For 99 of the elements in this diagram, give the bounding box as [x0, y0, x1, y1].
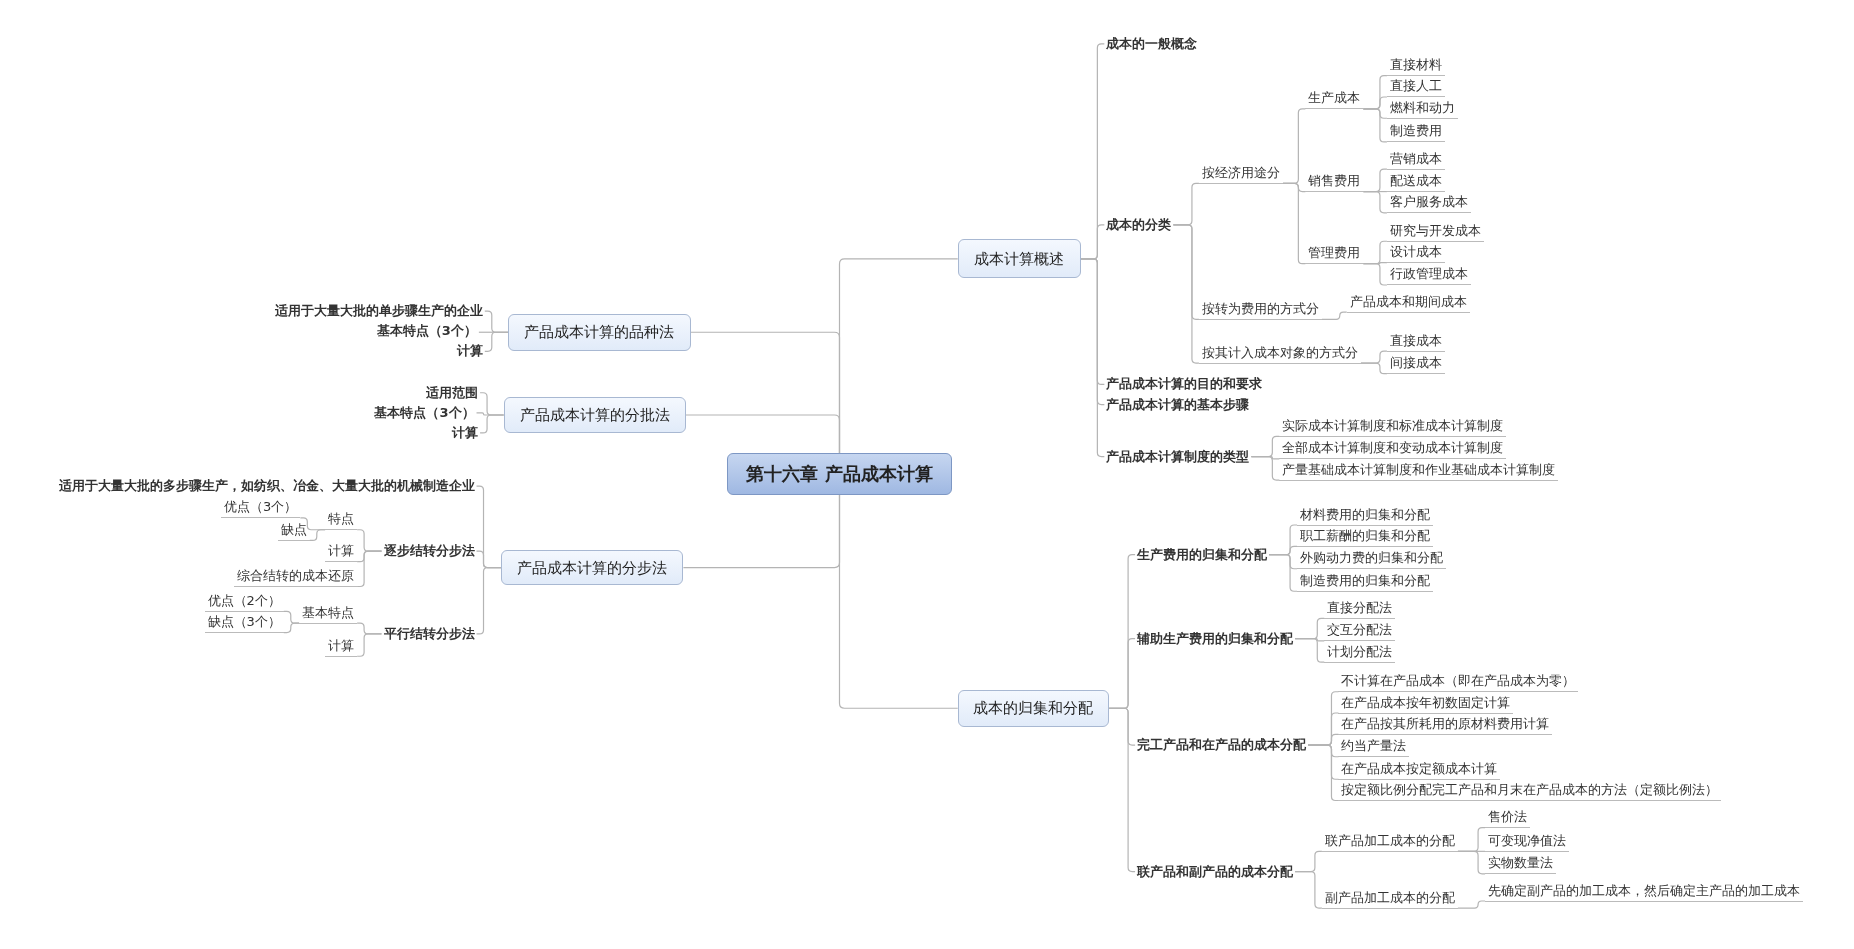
- topic-box: 产品成本计算的品种法: [508, 313, 691, 351]
- subtopic-label: 在产品按其所耗用的原材料费用计算: [1338, 714, 1553, 735]
- subtopic-label: 不计算在产品成本（即在产品成本为零）: [1338, 672, 1579, 693]
- subtopic-label: 直接成本: [1386, 331, 1445, 352]
- topic-box: 产品成本计算的分批法: [503, 397, 686, 433]
- subtopic-label: 研究与开发成本: [1386, 221, 1484, 242]
- connector-line: [1294, 871, 1323, 909]
- subtopic-label: 制造费用的归集和分配: [1297, 571, 1434, 592]
- subtopic-label: 综合结转的成本还原: [234, 567, 358, 587]
- subtopic-label: 按定额比例分配完工产品和月末在产品成本的方法（定额比例法）: [1338, 781, 1722, 801]
- subtopic-label: 外购动力费的归集和分配: [1297, 549, 1447, 570]
- connector-line: [1268, 554, 1298, 592]
- subtopic-label: 直接分配法: [1324, 598, 1396, 619]
- topic-label: 联产品和副产品的成本分配: [1135, 862, 1296, 881]
- subtopic-label: 优点（3个）: [221, 498, 301, 519]
- topic-label: 适用范围: [424, 383, 481, 402]
- subtopic-label: 按其计入成本对象的方式分: [1198, 343, 1361, 364]
- topic-label: 计算: [450, 423, 481, 442]
- subtopic-label: 生产成本: [1305, 89, 1364, 110]
- central-topic-box: 第十六章 产品成本计算: [727, 453, 952, 495]
- connector-line: [682, 494, 841, 569]
- subtopic-label: 基本特点: [299, 603, 358, 624]
- topic-label: 成本的分类: [1104, 215, 1174, 234]
- subtopic-label: 材料费用的归集和分配: [1297, 505, 1434, 526]
- subtopic-label: 产量基础成本计算制度和作业基础成本计算制度: [1279, 460, 1559, 481]
- subtopic-label: 销售费用: [1305, 172, 1364, 193]
- topic-label: 产品成本计算的目的和要求: [1104, 375, 1265, 394]
- connector-line: [1172, 224, 1200, 364]
- subtopic-label: 设计成本: [1386, 243, 1445, 264]
- subtopic-label: 计算: [325, 542, 358, 563]
- topic-box: 成本计算概述: [957, 239, 1081, 279]
- topic-box: 产品成本计算的分步法: [501, 549, 684, 586]
- topic-box: 成本的归集和分配: [957, 689, 1110, 727]
- subtopic-label: 直接人工: [1386, 77, 1445, 98]
- subtopic-label: 缺点（3个）: [204, 613, 284, 634]
- connector-line: [1362, 108, 1388, 143]
- subtopic-label: 按转为费用的方式分: [1198, 299, 1322, 320]
- connector-line: [479, 414, 505, 434]
- subtopic-label: 间接成本: [1386, 354, 1445, 375]
- subtopic-label: 先确定副产品的加工成本，然后确定主产品的加工成本: [1485, 881, 1804, 902]
- connector-line: [475, 566, 502, 635]
- connector-line: [1282, 182, 1306, 265]
- connector-line: [1294, 638, 1325, 663]
- connector-line: [283, 622, 300, 634]
- connector-line: [309, 529, 326, 541]
- subtopic-label: 直接材料: [1386, 56, 1445, 77]
- subtopic-label: 产品成本和期间成本: [1346, 292, 1470, 313]
- topic-label: 产品成本计算制度的类型: [1104, 447, 1252, 466]
- topic-label: 适用于大量大批的多步骤生产，如纺织、冶金、大量大批的机械制造企业: [56, 477, 477, 496]
- subtopic-label: 特点: [325, 510, 358, 531]
- connector-line: [1360, 362, 1388, 375]
- connector-line: [1108, 707, 1136, 873]
- subtopic-label: 配送成本: [1386, 172, 1445, 193]
- connector-line: [1457, 850, 1486, 875]
- subtopic-label: 职工薪酬的归集和分配: [1297, 526, 1434, 547]
- topic-label: 辅助生产费用的归集和分配: [1135, 629, 1296, 648]
- connector-line: [1362, 191, 1388, 214]
- connector-line: [484, 331, 510, 352]
- subtopic-label: 实物数量法: [1485, 854, 1557, 875]
- subtopic-label: 计划分配法: [1324, 642, 1396, 663]
- topic-label: 基本特点（3个）: [374, 322, 479, 341]
- subtopic-label: 缺点: [277, 520, 310, 541]
- connector-line: [1080, 258, 1105, 458]
- subtopic-label: 全部成本计算制度和变动成本计算制度: [1279, 439, 1507, 460]
- connector-line: [1321, 311, 1348, 320]
- subtopic-label: 在产品成本按年初数固定计算: [1338, 693, 1514, 714]
- topic-label: 计算: [454, 342, 485, 361]
- topic-label: 逐步结转分步法: [381, 542, 477, 561]
- subtopic-label: 交互分配法: [1324, 621, 1396, 642]
- connector-line: [1307, 744, 1340, 802]
- subtopic-label: 约当产量法: [1338, 737, 1410, 758]
- topic-label: 成本的一般概念: [1104, 34, 1200, 53]
- topic-label: 基本特点（3个）: [372, 403, 477, 422]
- subtopic-label: 优点（2个）: [204, 591, 284, 612]
- connector-line: [1250, 455, 1280, 481]
- subtopic-label: 售价法: [1485, 808, 1531, 829]
- subtopic-label: 联产品加工成本的分配: [1321, 831, 1458, 852]
- subtopic-label: 计算: [325, 636, 358, 657]
- subtopic-label: 制造费用: [1386, 122, 1445, 143]
- topic-label: 适用于大量大批的单步骤生产的企业: [272, 302, 485, 321]
- subtopic-label: 副产品加工成本的分配: [1321, 888, 1458, 909]
- connector-line: [1362, 263, 1388, 286]
- subtopic-label: 客户服务成本: [1386, 193, 1471, 214]
- connector-line: [685, 414, 841, 455]
- connector-line: [356, 633, 383, 657]
- subtopic-label: 营销成本: [1386, 149, 1445, 170]
- topic-label: 完工产品和在产品的成本分配: [1135, 736, 1309, 755]
- subtopic-label: 行政管理成本: [1386, 265, 1471, 286]
- subtopic-label: 实际成本计算制度和标准成本计算制度: [1279, 416, 1507, 437]
- subtopic-label: 燃料和动力: [1386, 98, 1458, 119]
- subtopic-label: 按经济用途分: [1198, 163, 1283, 184]
- topic-label: 平行结转分步法: [381, 624, 477, 643]
- topic-label: 生产费用的归集和分配: [1135, 545, 1270, 564]
- subtopic-label: 管理费用: [1305, 244, 1364, 265]
- topic-label: 产品成本计算的基本步骤: [1104, 395, 1252, 414]
- subtopic-label: 在产品成本按定额成本计算: [1338, 759, 1501, 780]
- connector-line: [1457, 900, 1486, 909]
- subtopic-label: 可变现净值法: [1485, 831, 1570, 852]
- connector-line: [356, 550, 383, 588]
